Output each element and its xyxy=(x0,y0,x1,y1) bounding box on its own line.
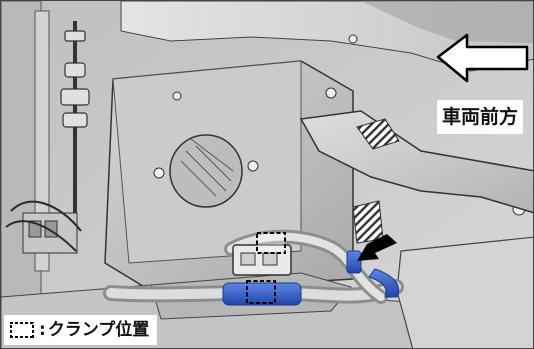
clamp-highlight xyxy=(346,250,362,274)
left-post xyxy=(34,10,50,272)
clamp-position-marker xyxy=(256,232,286,254)
clamp-position-marker xyxy=(246,280,276,304)
clamp-highlight xyxy=(222,282,302,306)
legend-label: クランプ位置 xyxy=(47,320,150,340)
vehicle-front-label: 車両前方 xyxy=(437,100,524,134)
legend-separator: : xyxy=(39,320,46,340)
stud-nuts xyxy=(60,30,90,128)
arrow-down-left-icon xyxy=(357,234,397,261)
dashed-box-icon xyxy=(10,322,34,338)
wire-bundle xyxy=(227,232,385,301)
connector-pin xyxy=(262,252,278,266)
arrow-left-icon xyxy=(436,33,529,83)
hatched-section xyxy=(352,200,384,244)
connector-pin xyxy=(240,252,256,266)
textured-cover xyxy=(361,1,533,43)
right-cover xyxy=(396,236,533,348)
left-harness xyxy=(10,200,82,232)
clamp-highlight xyxy=(368,268,400,298)
fan-vents xyxy=(180,138,234,197)
hatched-section xyxy=(356,118,400,150)
left-harness xyxy=(5,220,77,252)
legend: : クランプ位置 xyxy=(4,315,158,345)
